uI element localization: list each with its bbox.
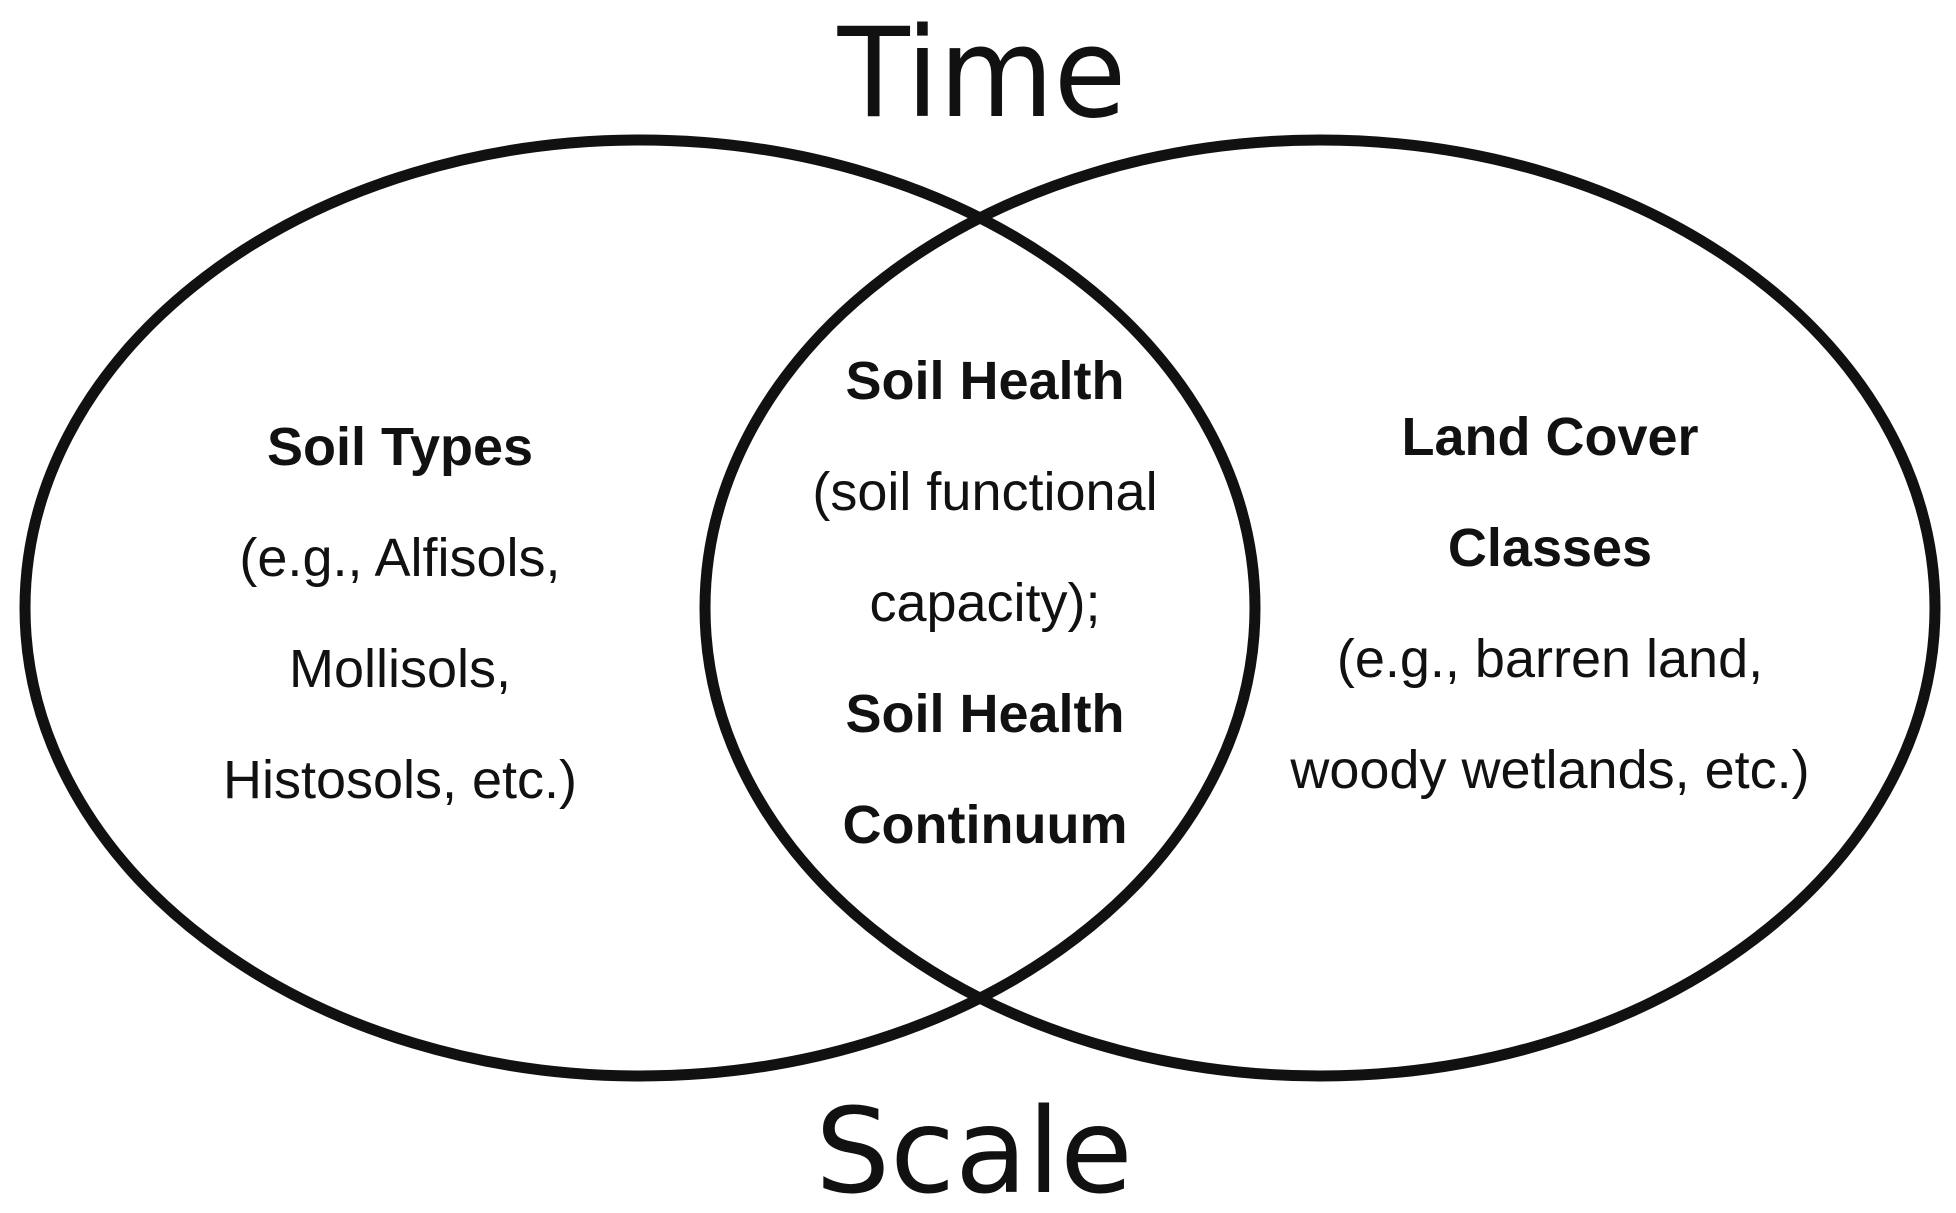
right-set-text: Land Cover Classes (e.g., barren land, w…: [1225, 382, 1875, 826]
land-cover-example-2: woody wetlands, etc.): [1290, 740, 1810, 800]
soil-types-example-1: (e.g., Alfisols,: [239, 528, 561, 588]
soil-health-description-2: capacity);: [869, 573, 1101, 633]
soil-types-example-3: Histosols, etc.): [222, 750, 578, 810]
soil-health-continuum-2: Continuum: [842, 795, 1128, 855]
left-set-ellipse: [19, 134, 1261, 1082]
soil-health-description-1: (soil functional: [812, 462, 1158, 522]
intersection-text: Soil Health (soil functional capacity); …: [735, 326, 1235, 881]
land-cover-title-2: Classes: [1447, 518, 1653, 578]
soil-health-continuum-1: Soil Health: [845, 684, 1125, 744]
soil-health-title: Soil Health: [845, 351, 1125, 411]
scale-label: Scale: [815, 1082, 1133, 1213]
soil-types-title: Soil Types: [266, 417, 534, 477]
right-set-ellipse: [699, 134, 1941, 1082]
soil-types-example-2: Mollisols,: [288, 639, 512, 699]
left-set-text: Soil Types (e.g., Alfisols, Mollisols, H…: [150, 392, 650, 836]
land-cover-title-1: Land Cover: [1401, 407, 1699, 467]
land-cover-example-1: (e.g., barren land,: [1336, 629, 1764, 689]
time-label: Time: [837, 0, 1127, 146]
